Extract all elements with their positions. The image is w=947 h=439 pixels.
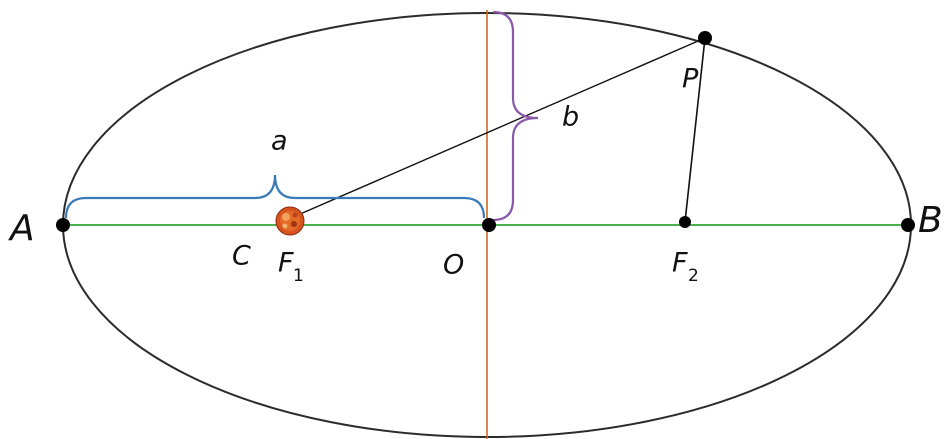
label-f2-main: F [672,248,688,279]
label-f1: F 1 [278,248,304,287]
label-f2-sub: 2 [688,266,699,286]
label-b-point: B [918,200,943,241]
line-p-to-f2 [684,37,706,223]
brace-b [492,10,539,222]
point-a [56,218,70,232]
label-p: P [682,64,699,95]
line-f1-to-p [290,37,706,219]
label-b-semi-minor: b [562,102,579,133]
point-p [698,31,712,45]
label-a-point: A [8,208,35,249]
point-o [482,218,496,232]
brace-a [64,174,486,219]
label-f1-main: F [278,248,294,279]
label-f1-sub: 1 [293,266,304,286]
point-f2 [679,216,691,228]
label-o: O [443,250,464,281]
label-a-semi-major: a [271,126,288,157]
label-f2: F 2 [672,248,699,287]
label-c: C [232,241,251,272]
star-f1-icon [275,206,305,236]
point-b [901,218,915,232]
